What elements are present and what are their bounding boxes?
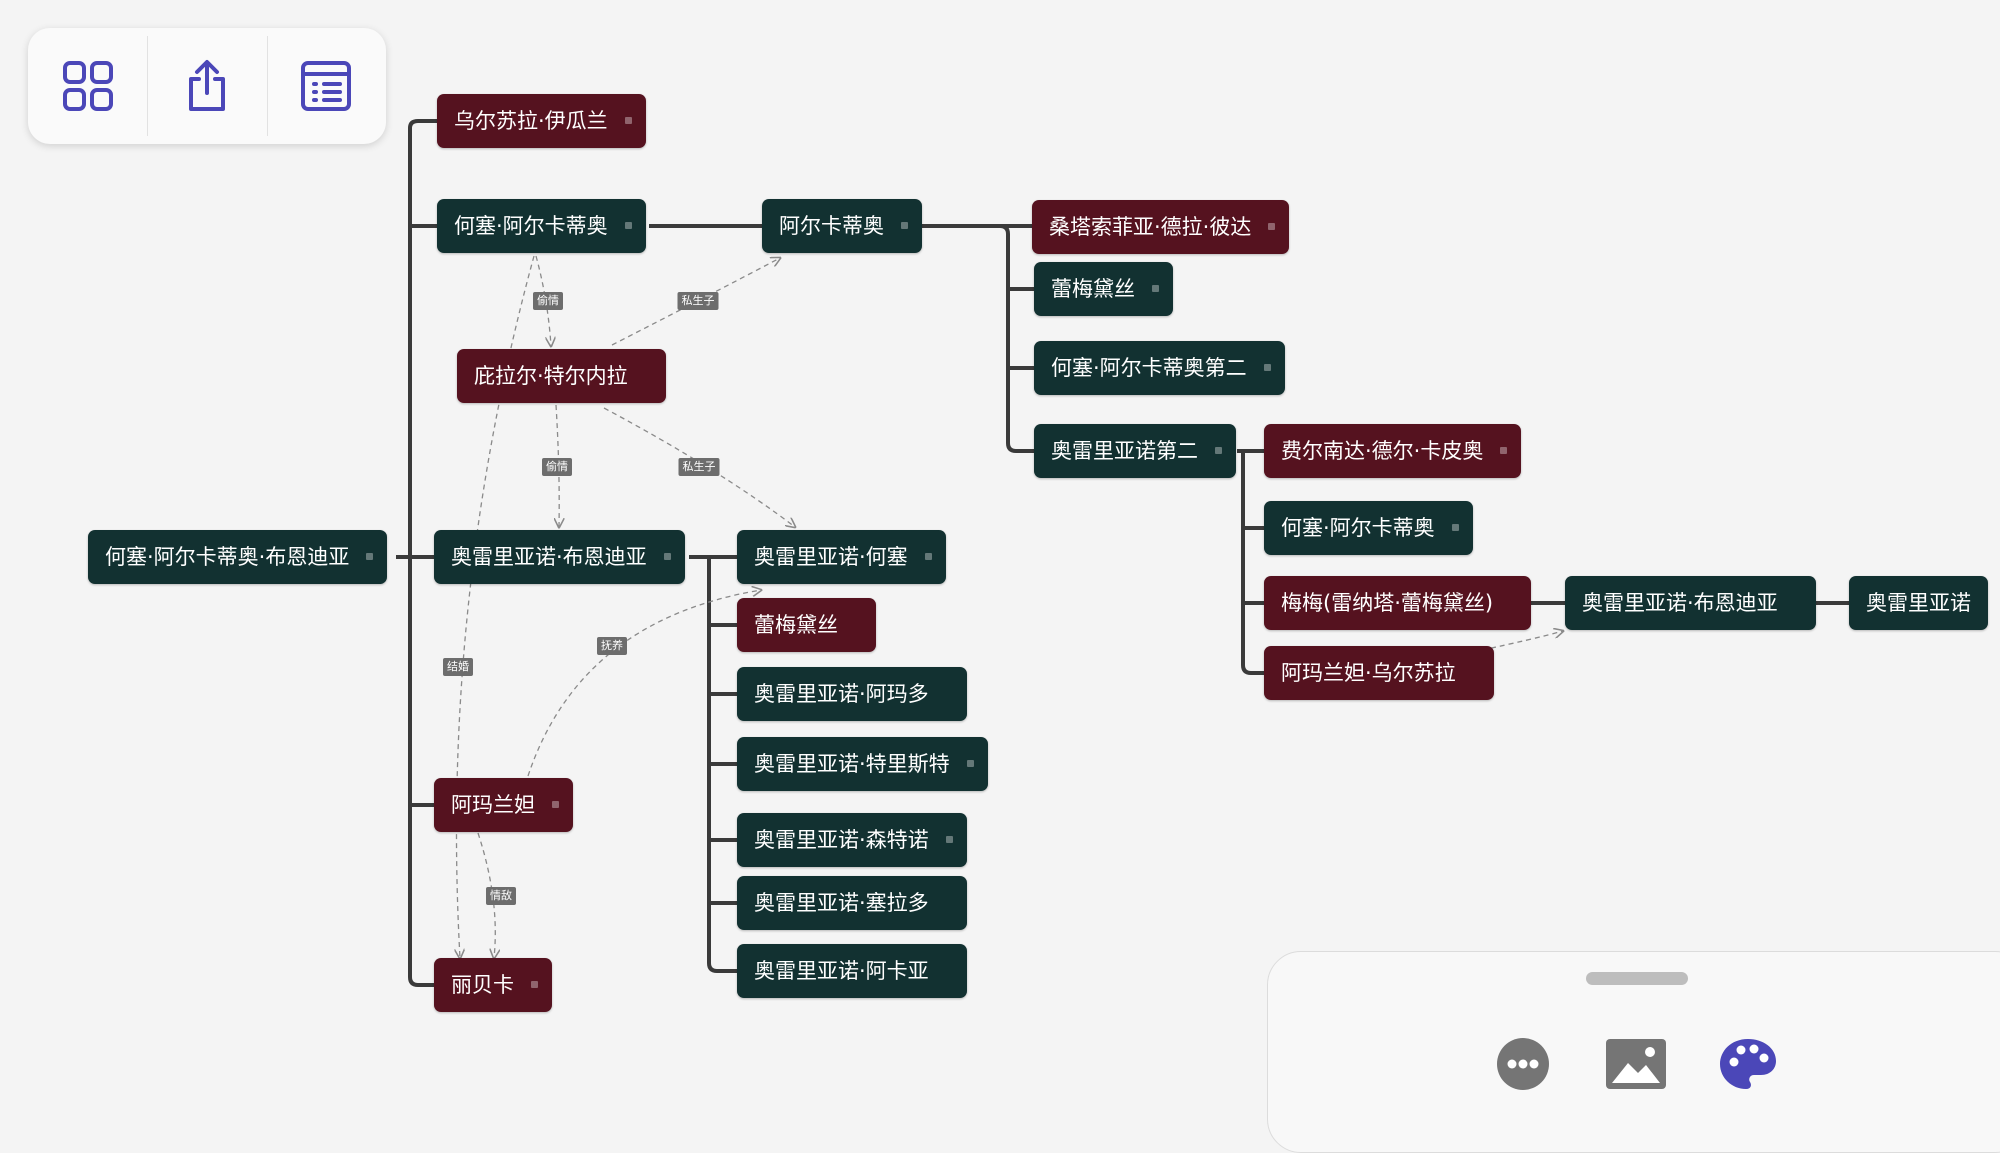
node-jose-arcadio-3[interactable]: 何塞·阿尔卡蒂奥 (1264, 501, 1473, 555)
node-label: 何塞·阿尔卡蒂奥·布恩迪亚 (105, 545, 350, 569)
node-label: 奥雷里亚诺·布恩迪亚 (451, 545, 647, 569)
node-amaranta[interactable]: 阿玛兰妲 (434, 778, 573, 832)
node-aureliano-centeno[interactable]: 奥雷里亚诺·森特诺 (737, 813, 967, 867)
node-label: 何塞·阿尔卡蒂奥第二 (1051, 356, 1247, 380)
node-label: 何塞·阿尔卡蒂奥 (454, 214, 608, 238)
connector-layer (396, 119, 1849, 987)
node-aureliano-ii[interactable]: 奥雷里亚诺第二 (1034, 424, 1236, 478)
more-icon (1497, 1038, 1549, 1090)
node-label: 奥雷里亚诺 (1866, 591, 1971, 615)
node-meme[interactable]: 梅梅(雷纳塔·蕾梅黛丝) (1264, 576, 1532, 630)
grip-icon (1500, 447, 1508, 454)
grid-view-button[interactable] (28, 28, 147, 144)
node-remedios-2[interactable]: 蕾梅黛丝 (737, 598, 876, 652)
node-label: 梅梅(雷纳塔·蕾梅黛丝) (1281, 591, 1494, 615)
mindmap-canvas[interactable]: 乌尔苏拉·伊瓜兰 何塞·阿尔卡蒂奥 阿尔卡蒂奥 庇拉尔·特尔内拉 何塞·阿尔卡蒂… (0, 0, 2000, 1125)
outline-button[interactable] (266, 28, 386, 144)
image-icon (1606, 1039, 1666, 1089)
node-label: 奥雷里亚诺第二 (1051, 439, 1198, 463)
node-aureliano-amador[interactable]: 奥雷里亚诺·阿玛多 (737, 667, 967, 721)
relation-label[interactable]: 结婚 (443, 658, 473, 676)
node-label: 奥雷里亚诺·塞拉多 (754, 891, 929, 915)
node-label: 蕾梅黛丝 (754, 613, 838, 637)
node-aureliano-last[interactable]: 奥雷里亚诺 (1849, 576, 1988, 630)
node-arcadio[interactable]: 阿尔卡蒂奥 (762, 199, 922, 253)
node-pilar[interactable]: 庇拉尔·特尔内拉 (457, 349, 666, 403)
share-button[interactable] (147, 28, 266, 144)
node-label: 阿玛兰妲 (451, 793, 535, 817)
more-button[interactable] (1493, 1034, 1553, 1094)
relation-label[interactable]: 情敌 (486, 887, 516, 905)
relation-label[interactable]: 私生子 (677, 292, 719, 310)
share-icon (188, 60, 225, 111)
node-label: 奥雷里亚诺·布恩迪亚 (1582, 591, 1778, 615)
palette-icon (1720, 1039, 1776, 1089)
node-label: 奥雷里亚诺·阿玛多 (754, 682, 929, 706)
grip-icon (1268, 223, 1276, 230)
grip-icon (1152, 285, 1159, 292)
drag-handle[interactable] (1586, 972, 1688, 985)
grip-icon (1263, 364, 1271, 371)
node-aureliano-serrador[interactable]: 奥雷里亚诺·塞拉多 (737, 876, 967, 930)
grip-icon (924, 553, 932, 560)
node-label: 奥雷里亚诺·森特诺 (754, 828, 929, 852)
grip-icon (552, 801, 559, 808)
outline-list-icon (301, 61, 352, 111)
grip-icon (1451, 524, 1459, 531)
grip-icon (901, 222, 908, 229)
relation-label[interactable]: 偷情 (542, 458, 572, 476)
node-label: 蕾梅黛丝 (1051, 277, 1135, 301)
grip-icon (945, 836, 953, 843)
top-toolbar (28, 28, 386, 144)
node-santa-sofia[interactable]: 桑塔索菲亚·德拉·彼达 (1032, 200, 1290, 254)
image-button[interactable] (1606, 1034, 1666, 1094)
grip-icon (624, 222, 632, 229)
grip-icon (1215, 447, 1222, 454)
relation-label[interactable]: 抚养 (597, 637, 627, 655)
theme-button[interactable] (1718, 1034, 1778, 1094)
node-aureliano-buendia[interactable]: 奥雷里亚诺·布恩迪亚 (434, 530, 685, 584)
tree-connectors (396, 119, 1849, 987)
relation-label[interactable]: 偷情 (533, 292, 563, 310)
node-label: 奥雷里亚诺·阿卡亚 (754, 959, 929, 983)
node-label: 奥雷里亚诺·何塞 (754, 545, 908, 569)
node-label: 阿玛兰妲·乌尔苏拉 (1281, 661, 1456, 685)
node-root[interactable]: 何塞·阿尔卡蒂奥·布恩迪亚 (88, 530, 388, 584)
node-label: 乌尔苏拉·伊瓜兰 (454, 109, 608, 133)
node-label: 费尔南达·德尔·卡皮奥 (1281, 439, 1484, 463)
node-amaranta-ursula[interactable]: 阿玛兰妲·乌尔苏拉 (1264, 646, 1494, 700)
grip-icon (366, 553, 374, 560)
grid-icon (62, 61, 113, 111)
node-rebeca[interactable]: 丽贝卡 (434, 958, 552, 1012)
grip-icon (531, 981, 538, 988)
node-label: 何塞·阿尔卡蒂奥 (1281, 516, 1435, 540)
node-label: 丽贝卡 (451, 973, 514, 997)
node-remedios-1[interactable]: 蕾梅黛丝 (1034, 262, 1173, 316)
node-label: 奥雷里亚诺·特里斯特 (754, 752, 950, 776)
node-fernanda[interactable]: 费尔南达·德尔·卡皮奥 (1264, 424, 1522, 478)
node-jose-arcadio-ii[interactable]: 何塞·阿尔卡蒂奥第二 (1034, 341, 1285, 395)
node-aureliano-triste[interactable]: 奥雷里亚诺·特里斯特 (737, 737, 988, 791)
node-jose-arcadio[interactable]: 何塞·阿尔卡蒂奥 (437, 199, 646, 253)
grip-icon (624, 117, 632, 124)
node-label: 桑塔索菲亚·德拉·彼达 (1049, 215, 1252, 239)
grip-icon (966, 760, 974, 767)
node-aureliano-arcaya[interactable]: 奥雷里亚诺·阿卡亚 (737, 944, 967, 998)
node-label: 庇拉尔·特尔内拉 (474, 364, 628, 388)
relation-label[interactable]: 私生子 (678, 458, 720, 476)
bottom-panel (1267, 951, 2000, 1153)
node-aureliano-babilonia[interactable]: 奥雷里亚诺·布恩迪亚 (1565, 576, 1816, 630)
node-label: 阿尔卡蒂奥 (779, 214, 884, 238)
node-ursula[interactable]: 乌尔苏拉·伊瓜兰 (437, 94, 646, 148)
node-aureliano-jose[interactable]: 奥雷里亚诺·何塞 (737, 530, 946, 584)
grip-icon (663, 553, 671, 560)
